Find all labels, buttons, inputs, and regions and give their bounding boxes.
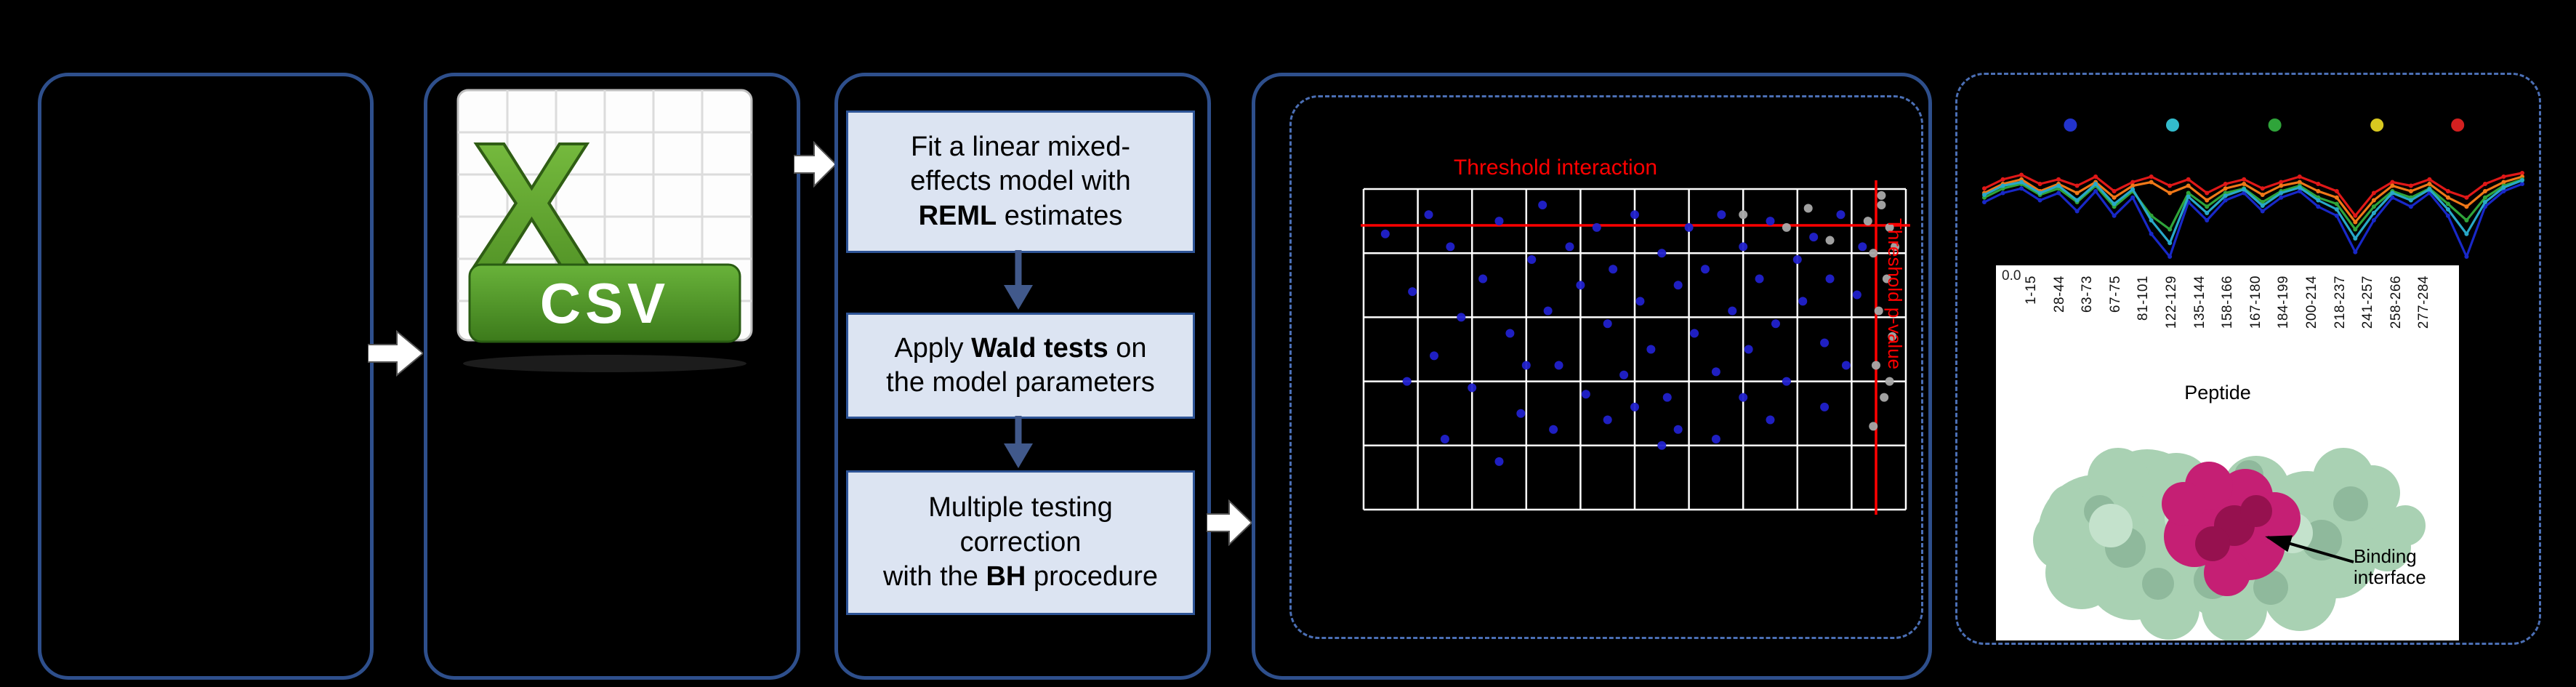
peptide-tick-label: 81-101 (2136, 276, 2152, 321)
profile-dashed-box (1955, 73, 2541, 645)
results-dashed-box (1289, 95, 1923, 639)
down-arrow-icon-1 (1004, 250, 1033, 310)
volcano-grid (1362, 188, 1907, 511)
results-box (1252, 73, 1932, 680)
peptide-tick-label: 241-257 (2360, 276, 2376, 329)
model-steps-box (834, 73, 1211, 680)
down-arrow-icon-2 (1004, 416, 1033, 468)
peptide-axis-label: Peptide (2184, 382, 2251, 403)
peptide-tick-label: 277-284 (2416, 276, 2432, 329)
binding-arrow-icon (2265, 535, 2354, 563)
peptide-panel: 0.0 1-15 28-44 63-73 67-75 81-101 122-129 135-… (1996, 265, 2459, 640)
flow-arrow-right-2 (794, 141, 836, 188)
peptide-tick-label: 258-266 (2388, 276, 2404, 329)
condition-dots (2064, 118, 2465, 132)
series-red (1982, 171, 2524, 218)
uptake-line-chart (1982, 118, 2524, 259)
series-teal (1982, 178, 2524, 246)
csv-file-icon: X CSV (456, 89, 753, 372)
binding-interface-region (2162, 462, 2301, 596)
peptide-tick-label: 28-44 (2051, 276, 2067, 313)
threshold-pvalue-label: Threshold p-value (1884, 218, 1906, 370)
peptide-tick-label: 184-199 (2276, 276, 2292, 329)
peptide-tick-label: 218-237 (2332, 276, 2348, 329)
threshold-interaction-label: Threshold interaction (1453, 156, 1658, 180)
binding-interface-label: Binding interface (2354, 545, 2426, 589)
peptide-tick-label: 135-144 (2191, 276, 2207, 329)
peptide-tick-label: 67-75 (2107, 276, 2123, 313)
peptide-tick-labels: 1-15 28-44 63-73 67-75 81-101 122-129 135-144 1… (2013, 270, 2450, 382)
csv-banner-label: CSV (540, 271, 669, 335)
peptide-tick-label: 158-166 (2220, 276, 2236, 329)
volcano-plot (1361, 180, 1910, 515)
peptide-tick-label: 122-129 (2164, 276, 2179, 329)
peptide-tick-label: 1-15 (2024, 276, 2039, 305)
scatter-points (1380, 190, 1900, 466)
protein-structure (2033, 448, 2426, 640)
csv-stage-box (424, 73, 800, 680)
y-axis-tick-label: 0.0 (2002, 268, 2021, 284)
peptide-tick-label: 167-180 (2247, 276, 2263, 329)
peptide-tick-label: 63-73 (2080, 276, 2096, 313)
flow-arrow-right-3 (1207, 499, 1252, 546)
peptide-tick-label: 200-214 (2304, 276, 2319, 329)
flow-arrow-right-1 (368, 330, 423, 377)
input-data-box (38, 73, 374, 680)
icon-shadow (463, 355, 746, 372)
csv-banner (468, 263, 741, 343)
